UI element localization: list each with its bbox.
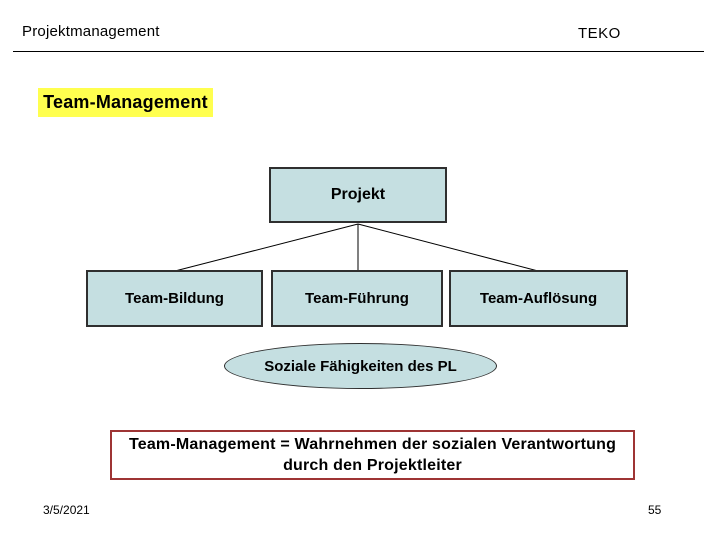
note-line-2: durch den Projektleiter <box>283 457 462 474</box>
note-box: Team-Management = Wahrnehmen der soziale… <box>110 430 635 480</box>
footer-page-number: 55 <box>648 503 662 517</box>
connector-line-left <box>174 223 359 272</box>
header-course-title: Projektmanagement <box>22 23 160 40</box>
header-divider <box>13 51 704 52</box>
connector-line-right <box>357 223 539 272</box>
slide-title: Team-Management <box>38 88 213 117</box>
node-projekt: Projekt <box>269 167 447 223</box>
footer-date: 3/5/2021 <box>43 503 90 517</box>
note-line-1: Team-Management = Wahrnehmen der soziale… <box>128 436 617 453</box>
node-team-fuehrung: Team-Führung <box>271 270 443 327</box>
node-team-aufloesung: Team-Auflösung <box>449 270 628 327</box>
node-team-bildung: Team-Bildung <box>86 270 263 327</box>
ellipse-soziale-faehigkeiten: Soziale Fähigkeiten des PL <box>224 343 497 389</box>
header-org-label: TEKO <box>578 25 621 42</box>
